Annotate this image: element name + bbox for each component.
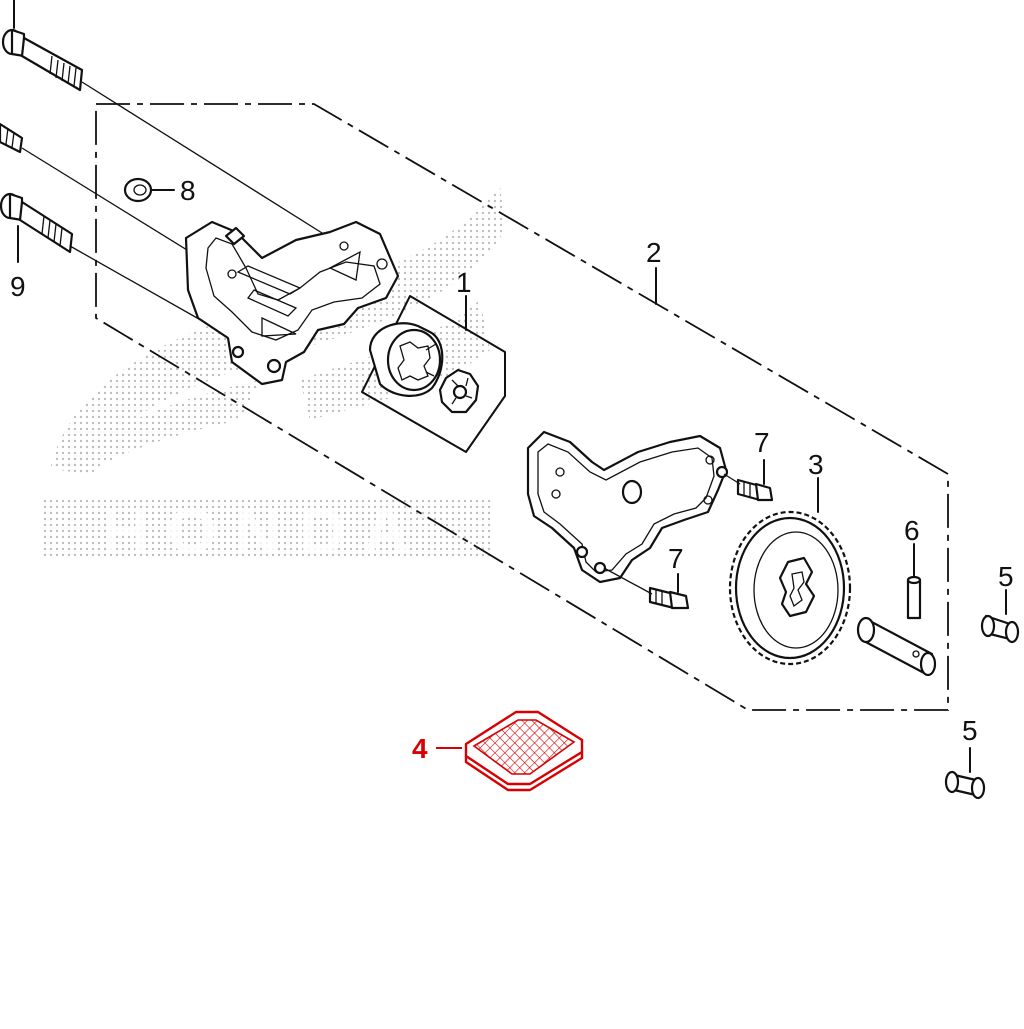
dowel-5-lower xyxy=(944,770,986,800)
flange-bolt-upper xyxy=(1,28,84,92)
callout-5-upper[interactable]: 5 xyxy=(998,561,1014,592)
assembly-frame xyxy=(95,103,949,711)
callout-7-upper[interactable]: 7 xyxy=(754,427,770,458)
callout-6[interactable]: 6 xyxy=(904,515,920,546)
callout-2[interactable]: 2 xyxy=(646,237,662,268)
callout-4[interactable]: 4 xyxy=(412,733,428,764)
dowel-5-upper xyxy=(980,614,1020,644)
oil-strainer-screen[interactable] xyxy=(464,710,584,792)
callout-9[interactable]: 9 xyxy=(10,271,26,302)
pump-shaft xyxy=(856,616,937,677)
flange-bolt-middle xyxy=(0,122,24,154)
callout-5-lower[interactable]: 5 xyxy=(962,715,978,746)
callout-7-lower[interactable]: 7 xyxy=(668,543,684,574)
inner-rotor xyxy=(438,368,480,414)
rotor-frame xyxy=(361,295,506,453)
flange-bolt-9 xyxy=(0,192,74,254)
dowel-pin-6 xyxy=(906,575,922,620)
pump-driven-gear xyxy=(728,510,852,666)
watermark-text: HONDA xyxy=(103,495,428,567)
pump-cover-plate xyxy=(526,430,729,584)
oil-pump-body xyxy=(184,220,400,386)
callout-1[interactable]: 1 xyxy=(456,267,472,298)
bolt-7-upper xyxy=(736,478,774,502)
callout-3[interactable]: 3 xyxy=(808,449,824,480)
circlip-8 xyxy=(123,177,153,203)
callout-8[interactable]: 8 xyxy=(180,175,196,206)
bolt-7-lower xyxy=(648,586,690,610)
outer-rotor xyxy=(368,322,444,397)
callout-labels: 1 2 3 4 5 5 6 7 7 8 9 xyxy=(10,175,1014,764)
